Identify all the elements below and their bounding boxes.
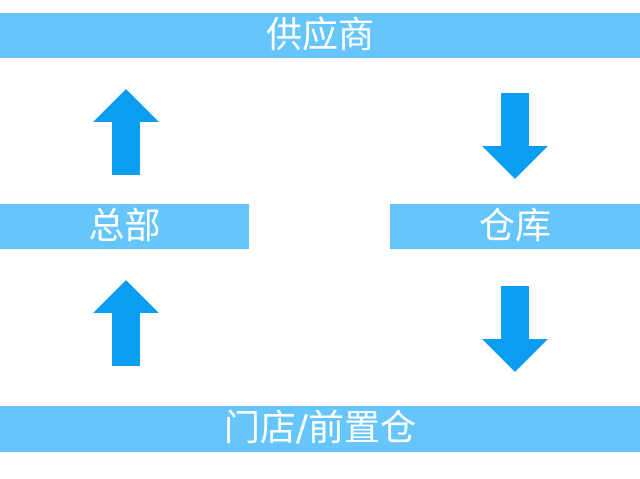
headquarters-label: 总部 [88, 205, 161, 247]
headquarters-node: 总部 [0, 204, 249, 249]
supplier-label: 供应商 [265, 14, 374, 56]
arrow-down-icon [482, 286, 548, 372]
store-label: 门店/前置仓 [223, 408, 417, 449]
warehouse-label: 仓库 [478, 205, 551, 247]
warehouse-node: 仓库 [390, 204, 640, 249]
store-node: 门店/前置仓 [0, 406, 640, 452]
arrow-down-icon [482, 93, 548, 179]
supplier-node: 供应商 [0, 13, 640, 58]
arrow-up-icon [93, 89, 159, 175]
arrow-up-icon [93, 280, 159, 366]
